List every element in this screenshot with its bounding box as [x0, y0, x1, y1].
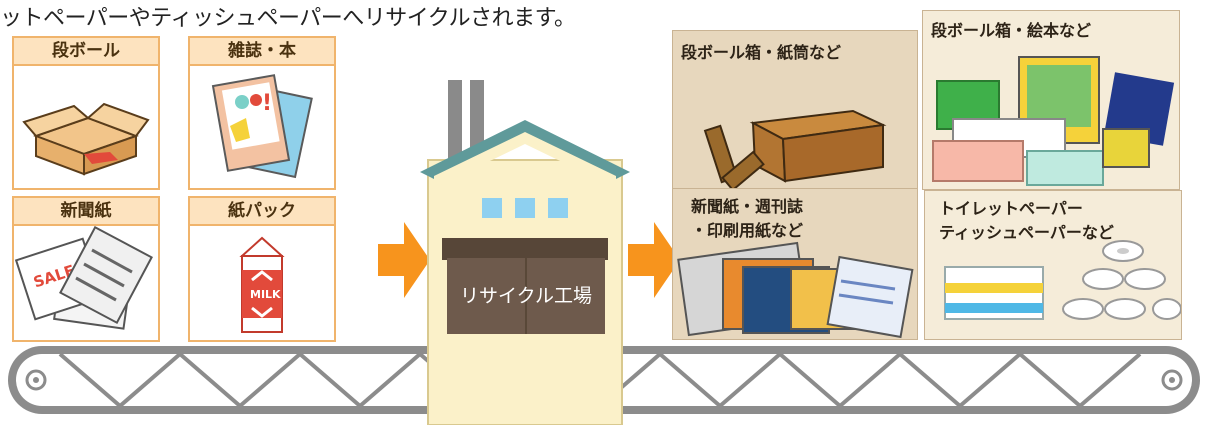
output-label: トイレットペーパー ティッシュペーパーなど	[939, 199, 1114, 242]
arrow-right-icon	[378, 222, 430, 298]
input-label: 雑誌・本	[190, 38, 334, 66]
input-label: 紙パック	[190, 198, 334, 226]
printed-paper-icon	[677, 241, 914, 339]
toilet-roll-icon	[944, 240, 1181, 320]
output-label: 段ボール箱・絵本など	[931, 21, 1092, 40]
milk-text: MILK	[250, 288, 281, 301]
input-label: 新聞紙	[14, 198, 158, 226]
input-label: 段ボール	[14, 38, 158, 66]
milk-carton-icon: MILK	[239, 236, 285, 333]
output-toilet-tissue-paper: トイレットペーパー ティッシュペーパーなど	[924, 190, 1182, 340]
output-cardboard-tubes: 段ボール箱・紙筒など	[672, 30, 918, 190]
output-label: 新聞紙・週刊誌 ・印刷用紙など	[691, 197, 804, 240]
output-newspapers-magazines: 新聞紙・週刊誌 ・印刷用紙など	[672, 188, 918, 340]
input-milk-carton: 紙パック MILK	[188, 196, 336, 342]
newspaper-icon: SALE	[14, 226, 153, 330]
input-newspaper: 新聞紙 SALE	[12, 196, 160, 342]
arrow-right-icon	[628, 222, 680, 298]
boxes-books-icon	[932, 56, 1175, 186]
output-label: 段ボール箱・紙筒など	[681, 43, 842, 62]
caption-text: ットペーパーやティッシュペーパーへリサイクルされます。	[0, 6, 576, 31]
input-magazines: 雑誌・本 !	[188, 36, 336, 190]
cardboard-tube-icon	[703, 109, 887, 189]
cardboard-box-icon	[22, 102, 150, 176]
chimney	[470, 80, 484, 160]
svg-text:!: !	[262, 91, 272, 116]
factory-label: リサイクル工場	[459, 285, 593, 307]
output-boxes-picture-books: 段ボール箱・絵本など	[922, 10, 1180, 190]
input-cardboard: 段ボール	[12, 36, 160, 190]
recycling-factory	[420, 80, 630, 425]
chimney	[448, 80, 462, 160]
magazine-icon: !	[211, 74, 313, 179]
